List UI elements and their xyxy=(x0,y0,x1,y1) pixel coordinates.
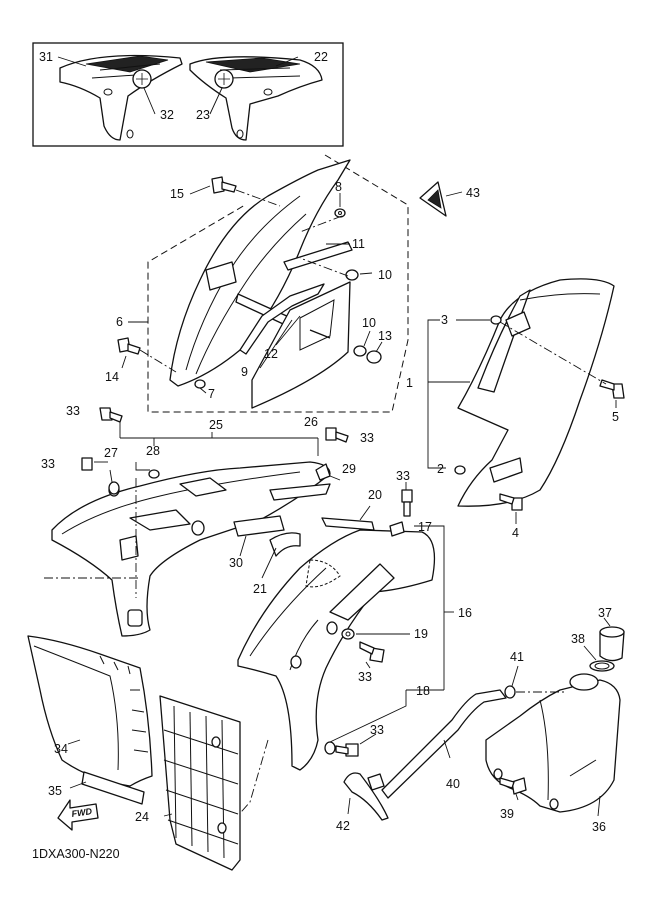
label-3: 3 xyxy=(441,313,448,327)
label-14: 14 xyxy=(105,370,119,384)
bolt-33-mid xyxy=(359,641,385,663)
label-33-a: 33 xyxy=(66,404,80,418)
damper-30 xyxy=(233,515,285,537)
label-35: 35 xyxy=(48,784,62,798)
damper-21 xyxy=(269,532,301,557)
left-shroud-decal xyxy=(59,54,183,141)
label-33-d: 33 xyxy=(396,469,410,483)
washer-7 xyxy=(194,379,206,389)
bolt-33-shroud-top xyxy=(401,489,413,517)
bracket-29 xyxy=(269,483,331,501)
label-8: 8 xyxy=(335,180,342,194)
guide-42 xyxy=(343,772,389,821)
label-27: 27 xyxy=(104,446,118,460)
label-34: 34 xyxy=(54,742,68,756)
label-42: 42 xyxy=(336,819,350,833)
warning-label-43 xyxy=(419,181,447,217)
bolt-4 xyxy=(499,493,523,511)
label-21: 21 xyxy=(253,582,267,596)
washer-19 xyxy=(341,628,355,640)
bolt-33-left xyxy=(81,457,93,471)
label-33-f: 33 xyxy=(370,723,384,737)
label-13: 13 xyxy=(378,329,392,343)
washer-2 xyxy=(454,465,466,475)
label-4: 4 xyxy=(512,526,519,540)
label-22: 22 xyxy=(314,50,328,64)
label-18: 18 xyxy=(416,684,430,698)
label-11: 11 xyxy=(352,237,365,251)
fwd-arrow xyxy=(57,799,99,831)
label-33-c: 33 xyxy=(41,457,55,471)
label-6: 6 xyxy=(116,315,123,329)
label-37: 37 xyxy=(598,606,612,620)
bolt-33-lower xyxy=(335,743,359,757)
label-38: 38 xyxy=(571,632,585,646)
clamp-41 xyxy=(504,685,516,699)
shroud-base-25 xyxy=(51,461,331,637)
label-20: 20 xyxy=(368,488,382,502)
damper-strip-35 xyxy=(81,771,145,805)
side-cover-1 xyxy=(457,278,615,507)
hose-40 xyxy=(381,689,507,799)
label-32: 32 xyxy=(160,108,174,122)
label-29: 29 xyxy=(342,462,356,476)
gasket-38 xyxy=(589,660,615,672)
rear-filter-cover-9 xyxy=(251,281,351,409)
bolt-33-upper-left xyxy=(99,407,123,423)
washer-3 xyxy=(490,315,502,325)
grommet-27 xyxy=(108,481,120,495)
bracket-20 xyxy=(321,517,375,531)
washer-8 xyxy=(334,208,346,218)
label-17: 17 xyxy=(418,520,432,534)
right-shroud-decal xyxy=(189,56,323,141)
bolt-33-top xyxy=(325,427,349,443)
label-28: 28 xyxy=(146,444,160,458)
radiator-guard-24 xyxy=(159,695,241,871)
label-26: 26 xyxy=(304,415,318,429)
fwd-label: FWD xyxy=(71,806,93,819)
label-16: 16 xyxy=(458,606,472,620)
diagram-code: 1DXA300-N220 xyxy=(32,847,120,861)
label-24: 24 xyxy=(135,810,149,824)
label-25: 25 xyxy=(209,418,223,432)
label-39: 39 xyxy=(500,807,514,821)
clip-17 xyxy=(389,521,405,537)
assembly-6-outline xyxy=(147,154,409,413)
cap-13 xyxy=(366,350,382,364)
label-19: 19 xyxy=(414,627,428,641)
label-2: 2 xyxy=(437,462,444,476)
label-12: 12 xyxy=(264,347,278,361)
part-number-labels: 31 22 32 23 15 8 43 11 10 6 10 13 12 14 … xyxy=(39,50,619,834)
label-33-b: 33 xyxy=(360,431,374,445)
radiator-louver-34 xyxy=(27,635,153,787)
grommet-10-top xyxy=(345,269,359,281)
side-cover-panel xyxy=(169,159,351,387)
label-9: 9 xyxy=(241,365,248,379)
label-33-e: 33 xyxy=(358,670,372,684)
label-30: 30 xyxy=(229,556,243,570)
label-10-bottom: 10 xyxy=(362,316,376,330)
inner-seal-11-12 xyxy=(239,241,353,355)
washer-28 xyxy=(148,469,160,479)
label-43: 43 xyxy=(466,186,480,200)
label-7: 7 xyxy=(208,387,215,401)
bolt-15 xyxy=(211,176,237,194)
label-1: 1 xyxy=(406,376,413,390)
bolt-14 xyxy=(117,337,141,355)
label-10-top: 10 xyxy=(378,268,392,282)
grommet-10-bottom xyxy=(353,345,367,357)
label-15: 15 xyxy=(170,187,184,201)
label-5: 5 xyxy=(612,410,619,424)
decal-inset-box xyxy=(32,42,344,147)
cap-37 xyxy=(599,626,625,662)
grommet-18 xyxy=(324,741,336,755)
label-23: 23 xyxy=(196,108,210,122)
label-40: 40 xyxy=(446,777,460,791)
bolt-39 xyxy=(499,777,527,795)
label-41: 41 xyxy=(510,650,524,664)
label-36: 36 xyxy=(592,820,606,834)
label-31: 31 xyxy=(39,50,53,64)
